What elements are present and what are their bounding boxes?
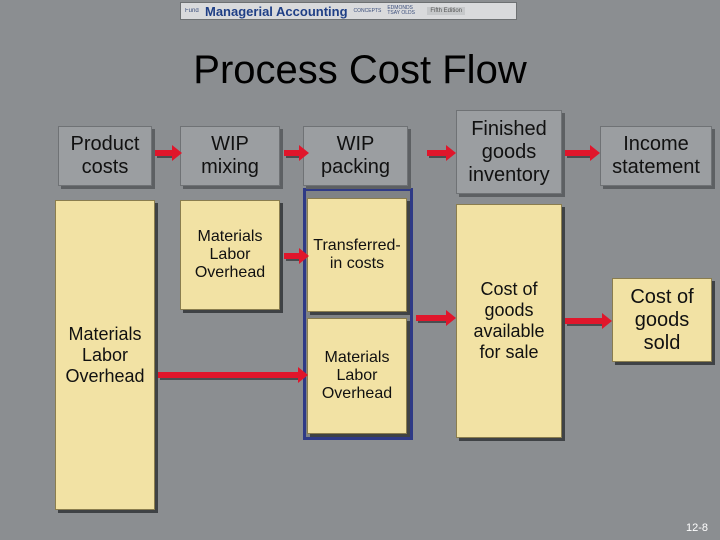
- arrow-detail-to-packing: [158, 367, 308, 383]
- arrow-packing-to-available: [416, 310, 456, 326]
- arrow-finished-to-income: [565, 145, 600, 161]
- wip-mixing-detail-box: Materials Labor Overhead: [180, 200, 280, 310]
- finished-goods-box: Finished goods inventory: [456, 110, 562, 194]
- slide-number: 12-8: [685, 522, 708, 534]
- product-costs-detail-box: Materials Labor Overhead: [55, 200, 155, 510]
- arrow-mixing-to-packing: [284, 145, 309, 161]
- arrow-mixing-to-transferred: [284, 248, 309, 264]
- textbook-banner: Fundamental Managerial Accounting CONCEP…: [180, 2, 517, 20]
- wip-mixing-box: WIP mixing: [180, 126, 280, 186]
- wip-packing-detail-box: Materials Labor Overhead: [307, 318, 407, 434]
- banner-edition: Fifth Edition: [427, 7, 466, 15]
- banner-series: Fundamental: [185, 8, 199, 14]
- arrow-packing-to-finished: [427, 145, 456, 161]
- slide-title: Process Cost Flow: [193, 48, 527, 92]
- banner-authors: EDMONDS TSAY OLDS: [387, 5, 415, 16]
- arrow-available-to-sold: [565, 313, 612, 329]
- income-statement-box: Income statement: [600, 126, 712, 186]
- cost-available-box: Cost of goods available for sale: [456, 204, 562, 438]
- cost-sold-box: Cost of goods sold: [612, 278, 712, 362]
- transferred-in-box: Transferred- in costs: [307, 198, 407, 312]
- arrow-product-to-mixing: [155, 145, 182, 161]
- banner-title: Managerial Accounting: [205, 3, 348, 19]
- product-costs-box: Product costs: [58, 126, 152, 186]
- wip-packing-box: WIP packing: [303, 126, 408, 186]
- banner-concepts: CONCEPTS: [353, 8, 382, 14]
